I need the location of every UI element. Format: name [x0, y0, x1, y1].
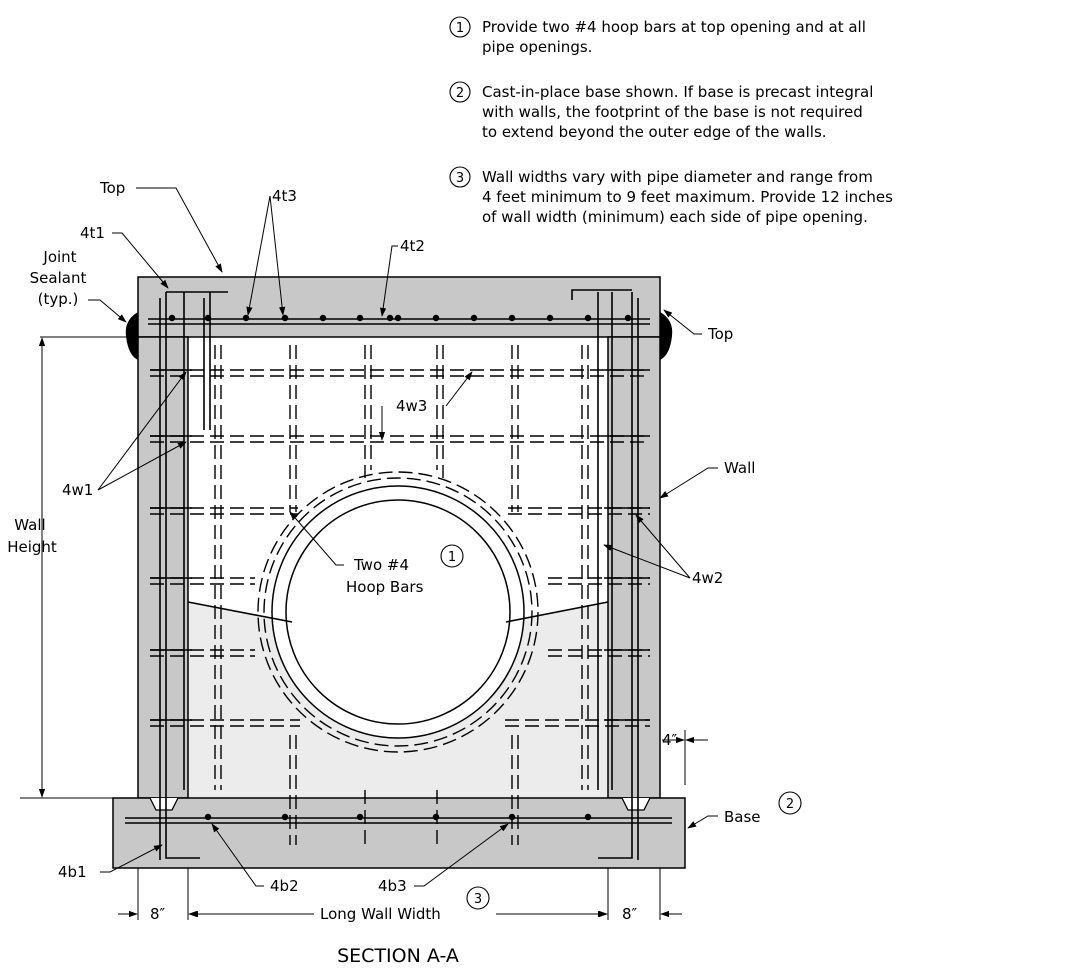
label-4b3: 4b3	[378, 877, 407, 895]
label-8in-right: 8″	[622, 905, 638, 923]
hoop-bar-outer	[257, 471, 539, 753]
label-joint-sealant-3: (typ.)	[38, 290, 79, 308]
note-1-line-2: pipe openings.	[482, 38, 592, 56]
top-slab-bar-dots	[168, 314, 632, 322]
wall-reinforcement-grid	[150, 345, 650, 845]
joint-sealant-left	[125, 312, 138, 360]
invert-line-right	[505, 601, 609, 623]
label-joint-sealant-2: Sealant	[30, 269, 87, 287]
note-2-marker	[449, 81, 471, 103]
note-3: 3 Wall widths vary with pipe diameter an…	[449, 166, 893, 226]
width-note-marker	[466, 886, 490, 910]
label-4w3: 4w3	[396, 397, 427, 415]
note-3-line-2: 4 feet minimum to 9 feet maximum. Provid…	[482, 188, 893, 206]
label-4b2: 4b2	[270, 877, 299, 895]
label-4b1: 4b1	[58, 863, 87, 881]
label-top-slab-left: Top	[99, 179, 125, 197]
dimensions	[38, 337, 708, 920]
leaders	[88, 187, 718, 887]
note-3-line-3: of wall width (minimum) each side of pip…	[482, 208, 868, 226]
width-note-number: 3	[474, 892, 482, 907]
slab-bars	[125, 314, 672, 824]
section-title: SECTION A-A	[337, 945, 459, 967]
label-hoop-bars-2: Hoop Bars	[346, 578, 424, 596]
invert-line-left	[187, 601, 293, 623]
note-1-line-1: Provide two #4 hoop bars at top opening …	[482, 18, 866, 36]
label-4t3: 4t3	[272, 187, 297, 205]
label-4t2: 4t2	[400, 237, 425, 255]
note-3-number: 3	[456, 171, 464, 186]
base-note-marker	[778, 791, 802, 815]
right-wall	[607, 336, 661, 799]
note-1-marker	[449, 16, 471, 38]
note-3-line-1: Wall widths vary with pipe diameter and …	[482, 168, 873, 186]
label-4w2: 4w2	[692, 569, 723, 587]
hoop-note-marker	[440, 544, 464, 568]
general-notes: 1 Provide two #4 hoop bars at top openin…	[449, 16, 893, 226]
pipe-inner-wall	[285, 499, 511, 725]
label-wall: Wall	[724, 459, 755, 477]
note-2: 2 Cast-in-place base shown. If base is p…	[449, 81, 873, 141]
label-top-slab-right: Top	[707, 325, 733, 343]
hoop-bar-inner	[263, 477, 533, 747]
label-4t1: 4t1	[80, 224, 105, 242]
label-4w1: 4w1	[62, 481, 93, 499]
left-keyway	[149, 797, 179, 811]
left-wall	[137, 336, 189, 799]
pipe-opening	[187, 471, 609, 753]
label-joint-sealant-1: Joint	[42, 248, 76, 266]
hoop-note-number: 1	[448, 550, 456, 565]
label-8in-left: 8″	[150, 905, 166, 923]
base-slab-bar-dots	[204, 813, 592, 821]
label-wall-height-2: Height	[7, 538, 57, 556]
note-3-marker	[449, 166, 471, 188]
note-2-number: 2	[456, 86, 464, 101]
note-2-line-1: Cast-in-place base shown. If base is pre…	[482, 83, 873, 101]
note-2-line-2: with walls, the footprint of the base is…	[482, 103, 863, 121]
base-slab	[112, 797, 686, 869]
label-hoop-bars-1: Two #4	[353, 556, 409, 574]
top-slab	[137, 276, 661, 338]
right-keyway	[621, 797, 651, 811]
note-1-number: 1	[456, 21, 464, 36]
joint-sealant-right	[660, 312, 673, 360]
label-4in-dim: 4″	[662, 731, 678, 749]
base-note-number: 2	[786, 797, 794, 812]
note-2-line-3: to extend beyond the outer edge of the w…	[482, 123, 827, 141]
label-long-wall-width: Long Wall Width	[320, 905, 441, 923]
label-base: Base	[724, 808, 761, 826]
labels: Top 4t3 4t1 4t2 Joint Sealant (typ.) Top…	[7, 179, 802, 967]
note-1: 1 Provide two #4 hoop bars at top openin…	[449, 16, 866, 56]
label-wall-height-1: Wall	[14, 516, 45, 534]
